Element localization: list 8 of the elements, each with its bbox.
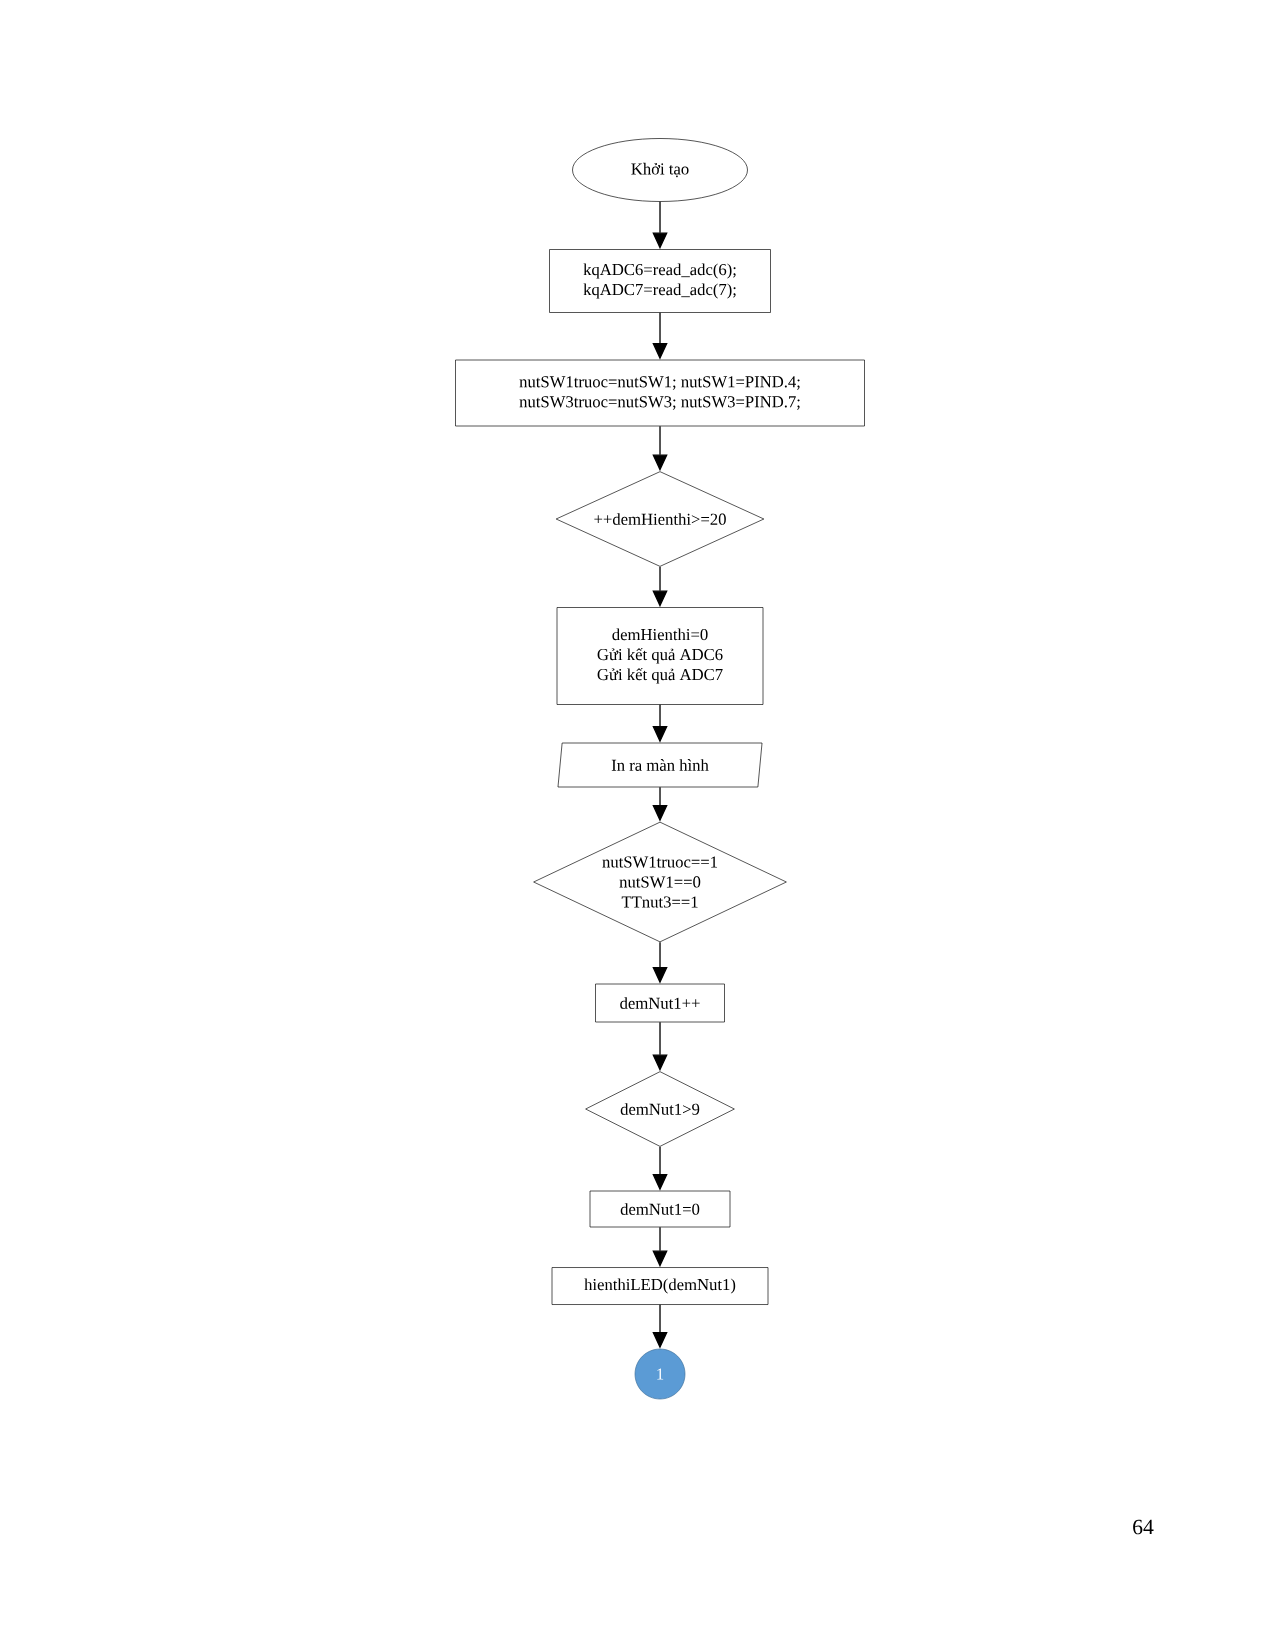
process-box: hienthiLED(demNut1) bbox=[551, 1267, 769, 1305]
process-box: kqADC6=read_adc(6); kqADC7=read_adc(7); bbox=[549, 249, 771, 313]
page-number: 64 bbox=[1133, 1519, 1154, 1535]
process-box: nutSW1truoc=nutSW1; nutSW1=PIND.4; nutSW3truoc=nutSW3; nutSW3=PIND.7; bbox=[455, 359, 865, 427]
process-box: demHienthi=0 Gửi kết quả ADC6 Gửi kết quả ADC7 bbox=[556, 607, 764, 705]
process-box: demNut1++ bbox=[595, 983, 725, 1023]
io-parallelogram: In ra màn hình bbox=[557, 742, 763, 788]
process-box: demNut1=0 bbox=[589, 1190, 731, 1228]
